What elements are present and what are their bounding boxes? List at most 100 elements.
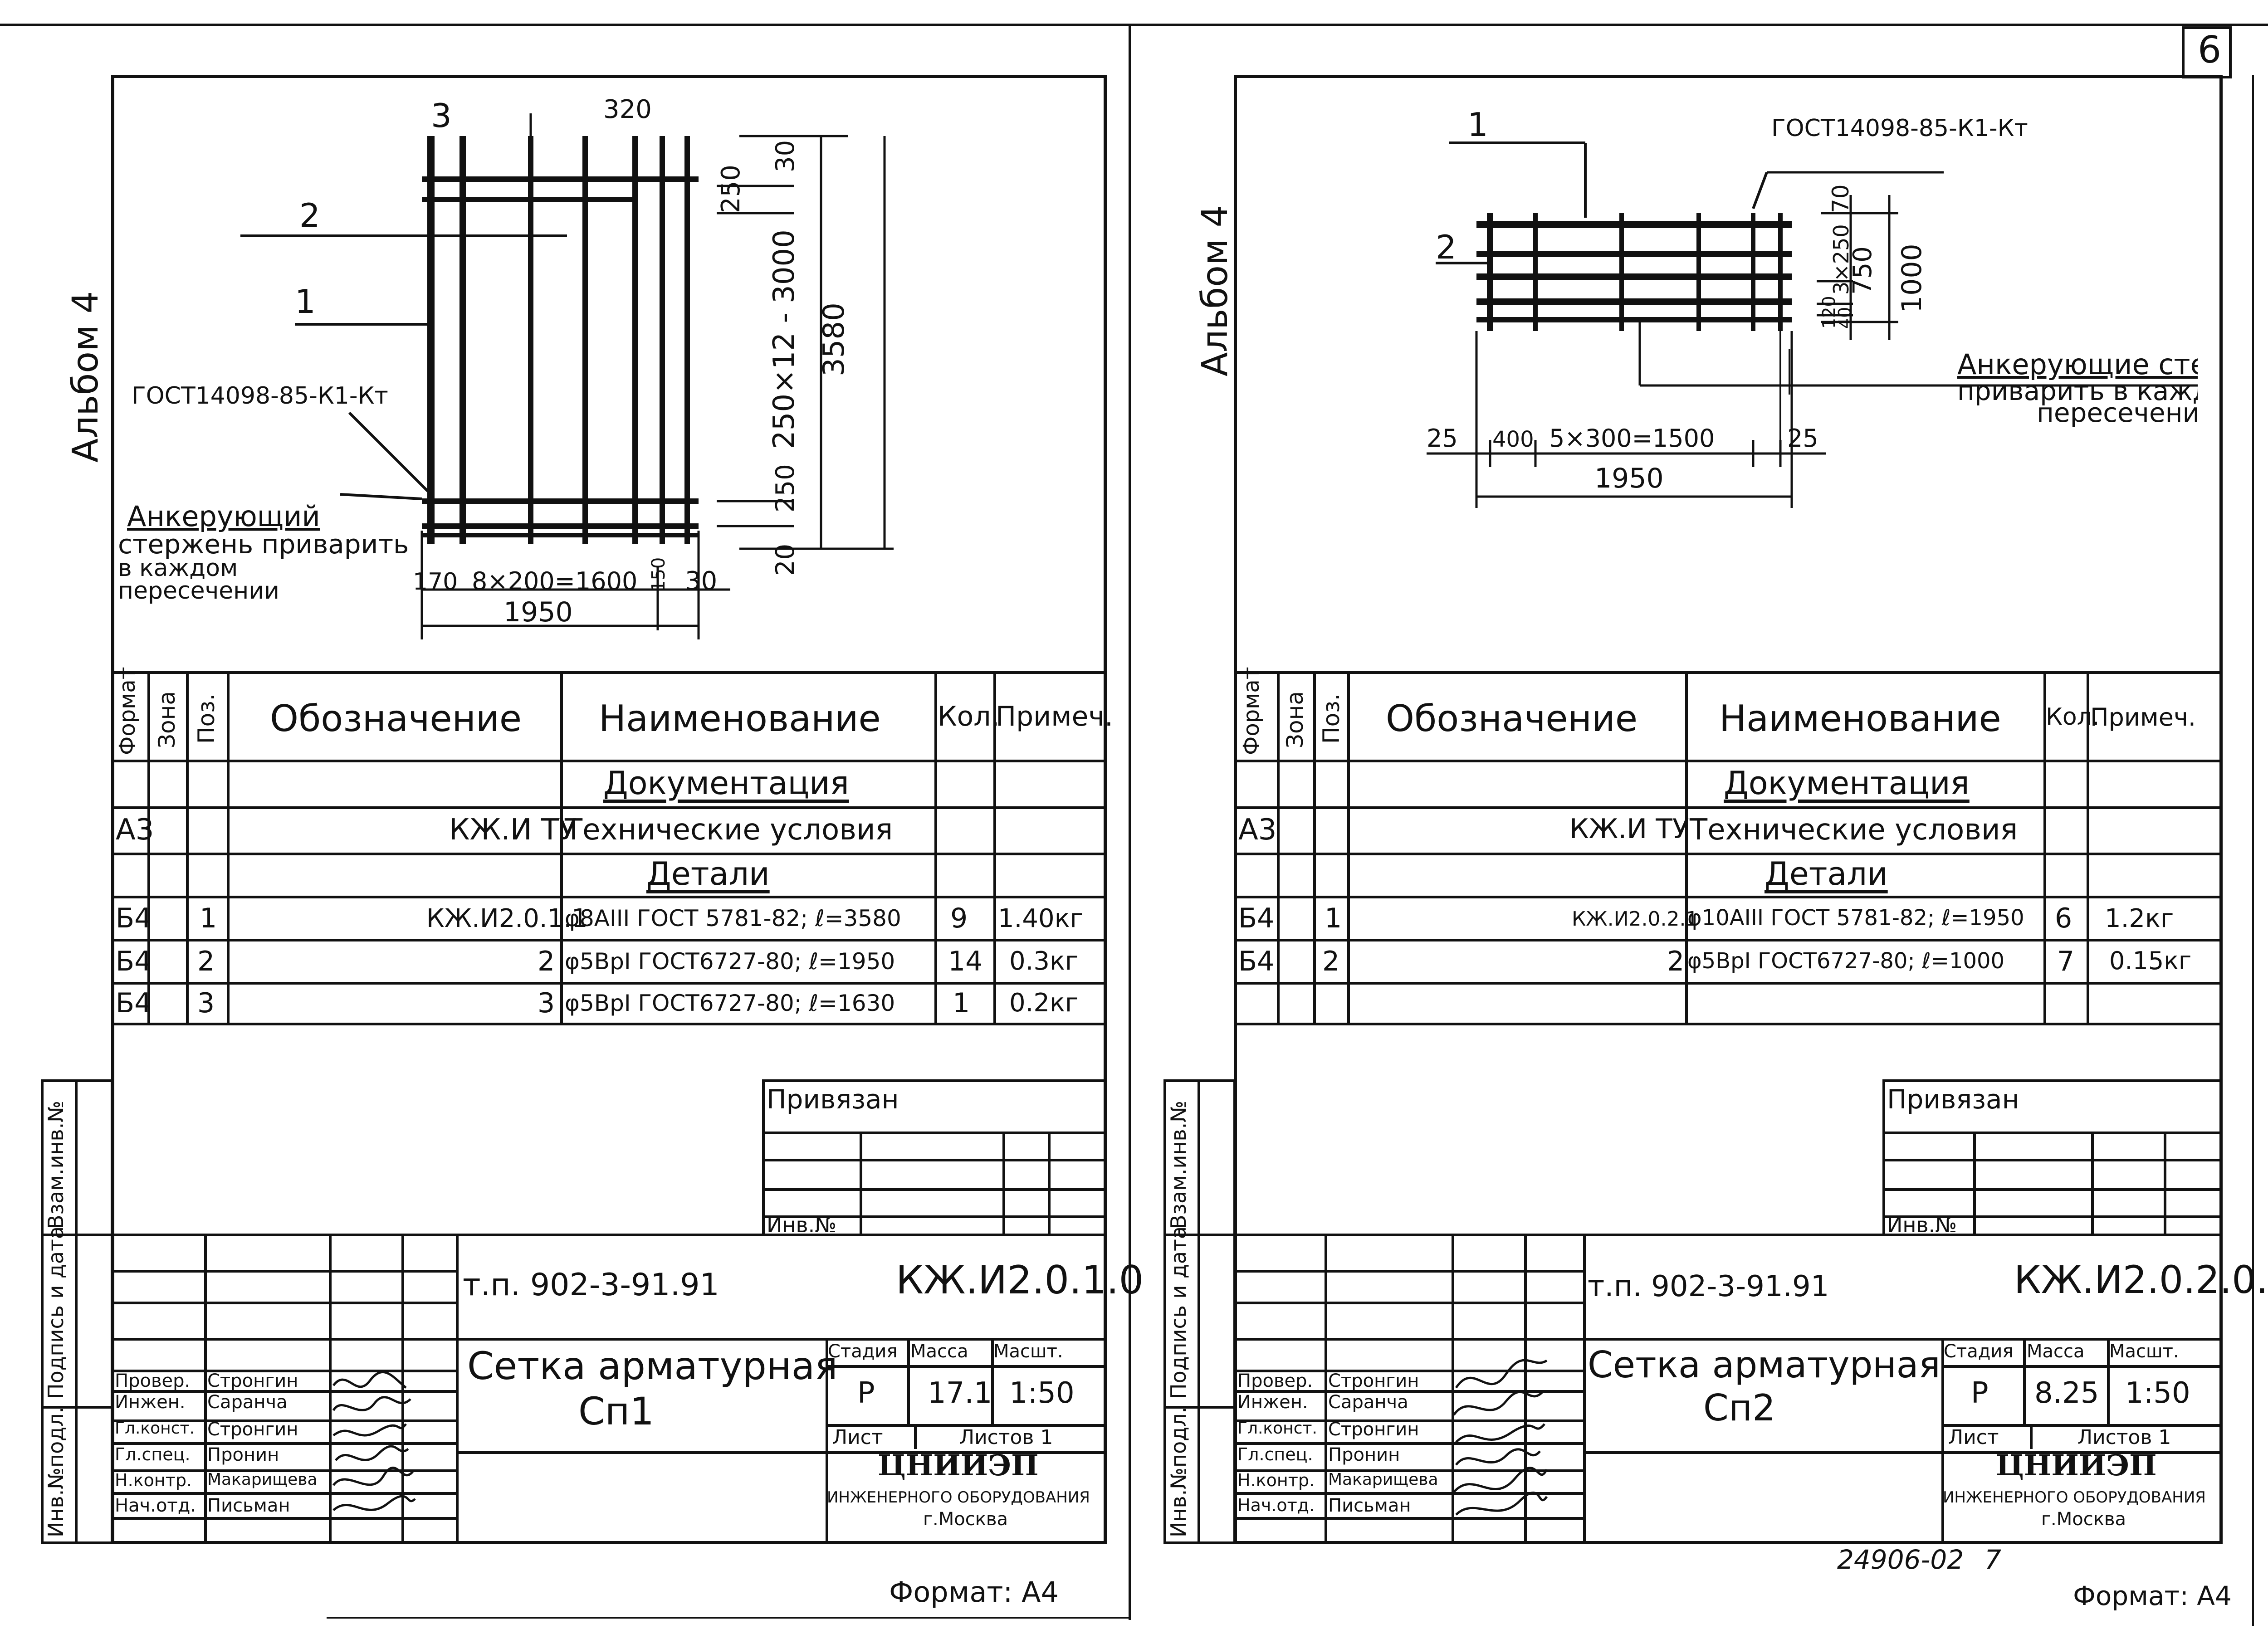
spec-name: Детали [646,855,770,893]
person-role: Провер. [1237,1371,1313,1391]
page-number: 6 [2198,29,2222,72]
dim-8x200: 8×200=1600 [472,567,637,595]
person-name: Стронгин [1328,1371,1419,1391]
person-role: Нач.отд. [115,1495,196,1516]
spec-format: Б4 [116,987,152,1019]
col-name: Наименование [1719,697,2001,740]
dim-30-bottom: 30 [685,566,717,596]
person-role: Гл.спец. [115,1444,191,1464]
person-role: Инжен. [1237,1392,1308,1413]
person-name: Письман [1328,1495,1411,1516]
dim-5x300: 5×300=1500 [1549,424,1715,453]
sheets-count: Листов 1 [959,1426,1053,1449]
spec-note: 1.2кг [2105,904,2174,933]
person-name: Макарищева [1328,1470,1438,1489]
col-name: Наименование [599,697,881,740]
spec-pos: 1 [200,902,217,934]
person-role: Инжен. [115,1392,186,1413]
anchor-note-2: стержень приварить [118,529,409,560]
dim-1950: 1950 [1594,463,1664,494]
top-edge-line [0,24,2268,26]
bound-label: Привязан [767,1084,899,1115]
col-pos: Поз. [193,693,220,744]
bound-stamp: Привязан Инв.№ [1882,1079,2223,1237]
title-block: Провер. Стронгин Инжен. Саранча Гл.конст… [1234,1234,2268,1544]
spec-name: φ5BрI ГОСТ6727-80; ℓ=1950 [565,948,895,975]
sheet-left: Альбом 4 [0,0,1144,1634]
person-name: Стронгин [207,1371,298,1391]
sheet-divider-line [1129,24,1131,1620]
anchor-note-4: пересечении [118,577,279,605]
spec-designation: КЖ.И2.0.1.1 [426,904,588,933]
org-name: ЦНИИЭП [1996,1449,2157,1483]
sheet-right: Альбом 4 [1129,0,2268,1634]
drawing-code: КЖ.И2.0.2.0. [2014,1258,2268,1302]
spec-table: Формат Зона Поз. Обозначение Наименовани… [1234,667,2223,1025]
mesh-drawing: 1 2 ГОСТ14098-85-К1-Кт 70 3×250 750 1000… [1427,106,2198,508]
mass-value: 17.1 [928,1376,992,1410]
dim-250x12: 250×12 - 3000 [767,229,801,449]
mesh-drawing: 1 2 3 ГОСТ14098-85-К1-Кт 320 3580 250×12… [118,95,894,639]
dim-40: 40 [1835,307,1855,329]
drawing-title: Сетка арматурная [467,1344,838,1388]
side-label-zam: Взам.инв.№ [44,1100,68,1229]
dim-20: 20 [771,544,800,576]
person-name: Пронин [207,1444,279,1465]
drawing-code: КЖ.И2.0.1.0 [896,1258,1144,1303]
pos-label-2: 2 [1436,228,1457,266]
org-name: ЦНИИЭП [878,1449,1039,1483]
mass-label: Масса [2027,1341,2085,1362]
dim-25-right: 25 [1787,424,1818,453]
col-designation: Обозначение [270,697,522,740]
anchor-note-3: пересечении [2037,397,2198,428]
project-number: т.п. 902-3-91.91 [463,1267,719,1303]
col-zone: Зона [1282,691,1308,748]
scale-label: Масшт. [993,1341,1063,1362]
spec-note: 1.40кг [998,904,1083,933]
person-name: Саранча [1328,1392,1408,1413]
stage-value: Р [857,1376,875,1410]
side-label-sign: Подпись и дата [44,1226,68,1399]
spec-format: Б4 [1238,946,1275,977]
spec-format: А3 [1238,813,1277,847]
dim-750: 750 [1848,246,1877,295]
spec-designation: КЖ.И2.0.2.1 [1572,907,1699,931]
side-label-zam: Взам.инв.№ [1166,1100,1191,1229]
dim-120: 120 [1819,296,1839,329]
person-role: Нач.отд. [1237,1495,1315,1515]
spec-qty: 14 [948,946,983,977]
sheets-count: Листов 1 [2077,1426,2171,1449]
col-designation: Обозначение [1386,697,1638,740]
footer-page: 7 [1984,1544,2001,1575]
dim-320: 320 [603,95,652,124]
pos-label-1: 1 [295,283,316,321]
signature-scribbles [332,1371,416,1511]
dim-1950: 1950 [503,596,573,628]
org-subtitle: ИНЖЕНЕРНОГО ОБОРУДОВАНИЯ [827,1488,1090,1507]
dim-250-bottom: 250 [771,464,800,512]
spec-pos: 2 [1322,946,1340,977]
title-block: Провер. Стронгин Инжен. Саранча Гл.конст… [111,1234,1144,1544]
spec-pos: 2 [197,946,215,977]
spec-name: φ10AIII ГОСТ 5781-82; ℓ=1950 [1687,905,2024,931]
mass-label: Масса [910,1341,968,1362]
person-role: Н.контр. [115,1470,192,1490]
person-name: Стронгин [207,1419,298,1440]
spec-name: φ5BрI ГОСТ6727-80; ℓ=1630 [565,990,895,1016]
spec-qty: 6 [2055,902,2072,934]
inv-label: Инв.№ [1887,1213,1957,1237]
side-label-sign: Подпись и дата [1166,1226,1191,1399]
spec-name: φ5BрI ГОСТ6727-80; ℓ=1000 [1687,948,2005,974]
col-note: Примеч. [996,701,1113,732]
spec-pos: 1 [1325,902,1342,934]
bottom-edge-line [327,1617,1129,1619]
spec-note: 0.15кг [2109,946,2192,975]
stage-label: Стадия [1944,1341,2014,1362]
spec-format: Б4 [116,946,152,977]
dim-170: 170 [413,568,458,595]
spec-designation: 2 [538,946,555,977]
person-name: Макарищева [207,1470,318,1489]
spec-name: Документация [603,765,849,802]
side-label-inv: Инв.№подл. [44,1406,68,1537]
person-role: Н.контр. [1237,1470,1315,1490]
